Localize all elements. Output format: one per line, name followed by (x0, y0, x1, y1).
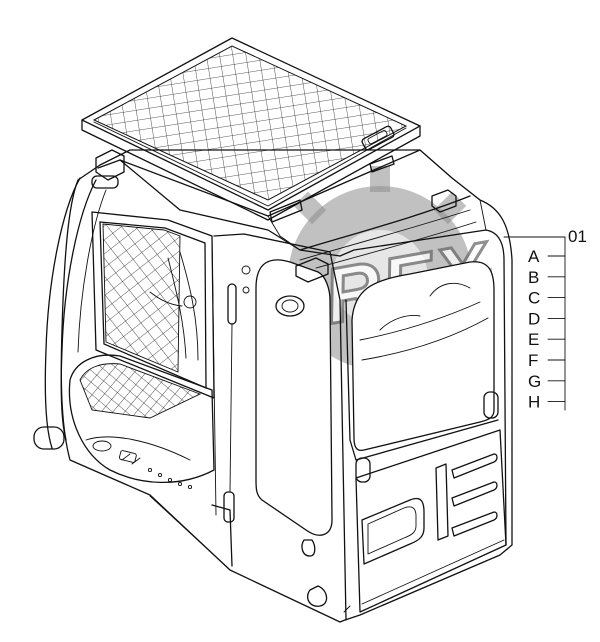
front-panel-emboss (361, 453, 498, 565)
variant-label: C (528, 289, 540, 308)
variant-label: A (528, 247, 540, 266)
roof-guard (81, 37, 421, 221)
variant-label: E (528, 330, 539, 349)
rivet-row (147, 467, 193, 490)
variant-label: F (528, 351, 538, 370)
part-number-label: 01 (568, 227, 587, 246)
variant-label: H (528, 393, 540, 412)
variant-label: D (528, 309, 540, 328)
variant-label: G (528, 372, 541, 391)
variant-label: B (528, 268, 539, 287)
operator-cab (33, 149, 513, 623)
roof-brackets (91, 149, 457, 283)
